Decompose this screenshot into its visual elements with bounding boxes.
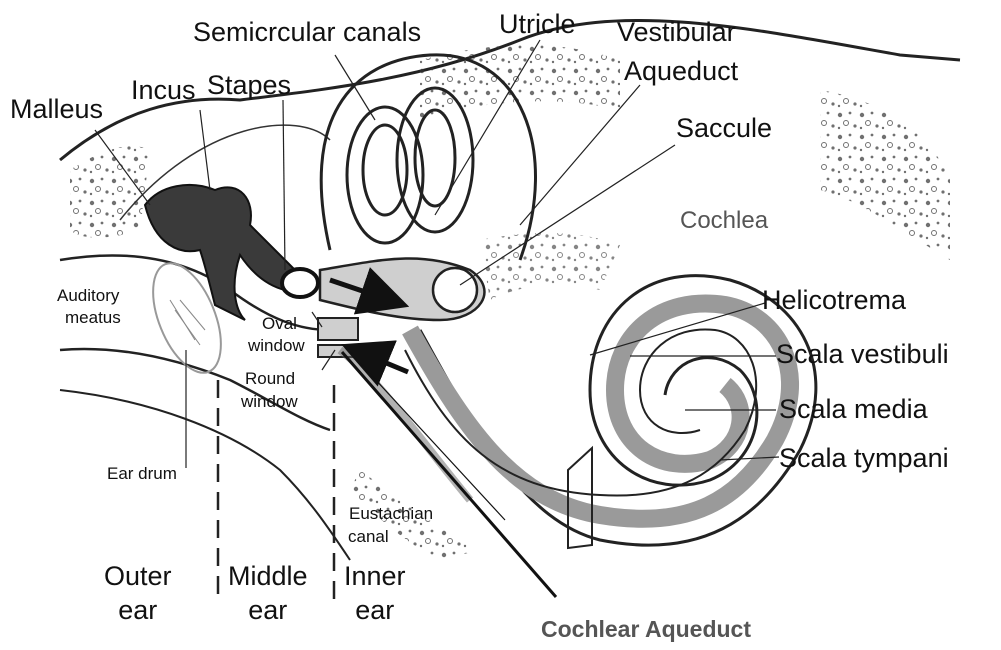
stapes-footplate	[282, 269, 318, 297]
label-outer-ear-2: ear	[104, 594, 172, 628]
ear-drum-fibers	[170, 300, 205, 345]
label-scala-vestibuli: Scala vestibuli	[776, 341, 949, 368]
label-cochlea: Cochlea	[680, 209, 768, 233]
canal-wall-lower	[60, 349, 330, 430]
label-malleus: Malleus	[10, 96, 103, 123]
label-scala-tympani: Scala tympani	[779, 445, 949, 472]
bone-region-left	[70, 146, 150, 237]
oval-window-shape	[318, 318, 358, 340]
label-outer-ear: Outer ear	[104, 560, 172, 628]
label-scala-media: Scala media	[779, 396, 928, 423]
label-outer-ear-1: Outer	[104, 560, 172, 594]
label-inner-ear: Inner ear	[344, 560, 406, 628]
label-round-window-1: Round	[245, 370, 295, 389]
label-stapes: Stapes	[207, 72, 291, 99]
label-saccule: Saccule	[676, 115, 772, 142]
label-middle-ear-1: Middle	[228, 560, 308, 594]
label-oval-window-1: Oval	[262, 315, 297, 334]
label-round-window-2: window	[241, 393, 298, 412]
label-incus: Incus	[131, 77, 196, 104]
label-cochlear-aqueduct: Cochlear Aqueduct	[541, 618, 751, 641]
label-inner-ear-1: Inner	[344, 560, 406, 594]
label-middle-ear-2: ear	[228, 594, 308, 628]
saccule-shape	[433, 268, 477, 312]
label-utricle: Utricle	[499, 11, 576, 38]
label-vestibular-aqueduct-1: Vestibular	[617, 19, 736, 46]
label-ear-drum: Ear drum	[107, 465, 177, 482]
label-oval-window-2: window	[248, 337, 305, 356]
label-auditory-meatus-1: Auditory	[57, 287, 119, 306]
label-auditory-meatus-2: meatus	[65, 309, 121, 328]
label-eustachian-canal-1: Eustachian	[349, 505, 433, 524]
label-vestibular-aqueduct-2: Aqueduct	[624, 58, 738, 85]
label-eustachian-canal-2: canal	[348, 528, 389, 547]
label-helicotrema: Helicotrema	[762, 287, 906, 314]
bone-region-cochlea	[480, 233, 620, 300]
bone-region-right	[820, 90, 950, 260]
ossicles	[145, 185, 295, 320]
label-semicircular-canals: Semicrcular canals	[193, 19, 421, 46]
label-inner-ear-2: ear	[344, 594, 406, 628]
canal-floor	[60, 390, 350, 560]
label-middle-ear: Middle ear	[228, 560, 308, 628]
